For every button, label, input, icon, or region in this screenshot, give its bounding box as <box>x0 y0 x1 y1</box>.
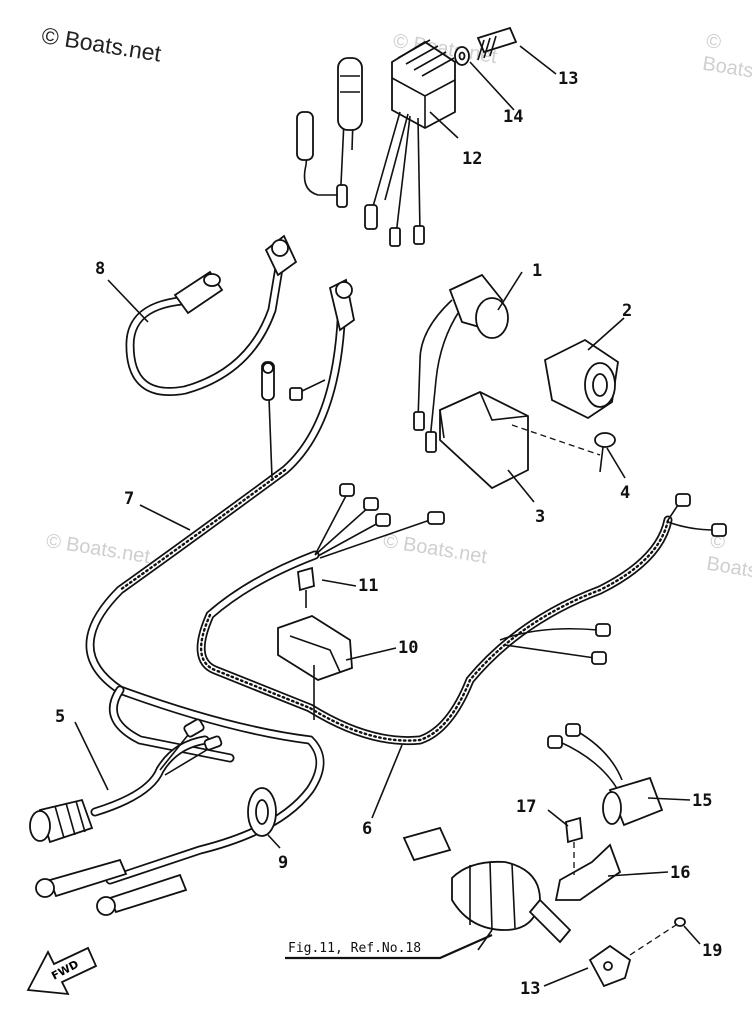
screw-and-washer <box>454 26 518 66</box>
callout-leaders <box>74 45 701 987</box>
callout-10: 10 <box>398 638 418 658</box>
callout-1: 1 <box>532 261 542 281</box>
callout-4: 4 <box>620 483 630 503</box>
solenoid-bracket <box>439 391 601 490</box>
secondary-harness <box>196 483 727 746</box>
callout-8: 8 <box>95 259 105 279</box>
forward-arrow: FWD <box>26 946 98 996</box>
reference-label: Fig.11, Ref.No.18 <box>288 941 421 956</box>
harness-clamp <box>277 566 353 681</box>
shift-rod <box>402 826 572 951</box>
callout-12: 12 <box>462 149 482 169</box>
rubber-mount <box>543 338 619 420</box>
callout-14: 14 <box>503 107 523 127</box>
callout-15: 15 <box>692 791 712 811</box>
callout-13-bottom: 13 <box>520 979 540 999</box>
shift-clip <box>588 917 686 988</box>
callout-labels: 1 2 3 4 5 6 7 8 9 10 11 12 13 14 15 16 1… <box>55 69 722 999</box>
callout-5: 5 <box>55 707 65 727</box>
callout-13: 13 <box>558 69 578 89</box>
callout-19: 19 <box>702 941 722 961</box>
bracket-bolt <box>594 432 616 473</box>
main-wire-harness <box>35 278 355 916</box>
battery-cable <box>125 234 298 396</box>
callout-11: 11 <box>358 576 378 596</box>
grommet <box>247 787 277 837</box>
key-switch-connector <box>29 718 223 844</box>
callout-9: 9 <box>278 853 288 873</box>
callout-17: 17 <box>516 797 536 817</box>
callout-7: 7 <box>124 489 134 509</box>
callout-2: 2 <box>622 301 632 321</box>
callout-16: 16 <box>670 863 690 883</box>
callout-3: 3 <box>535 507 545 527</box>
rectifier-regulator <box>296 39 456 247</box>
neutral-switch <box>547 723 664 827</box>
callout-6: 6 <box>362 819 372 839</box>
switch-plate <box>554 816 622 901</box>
